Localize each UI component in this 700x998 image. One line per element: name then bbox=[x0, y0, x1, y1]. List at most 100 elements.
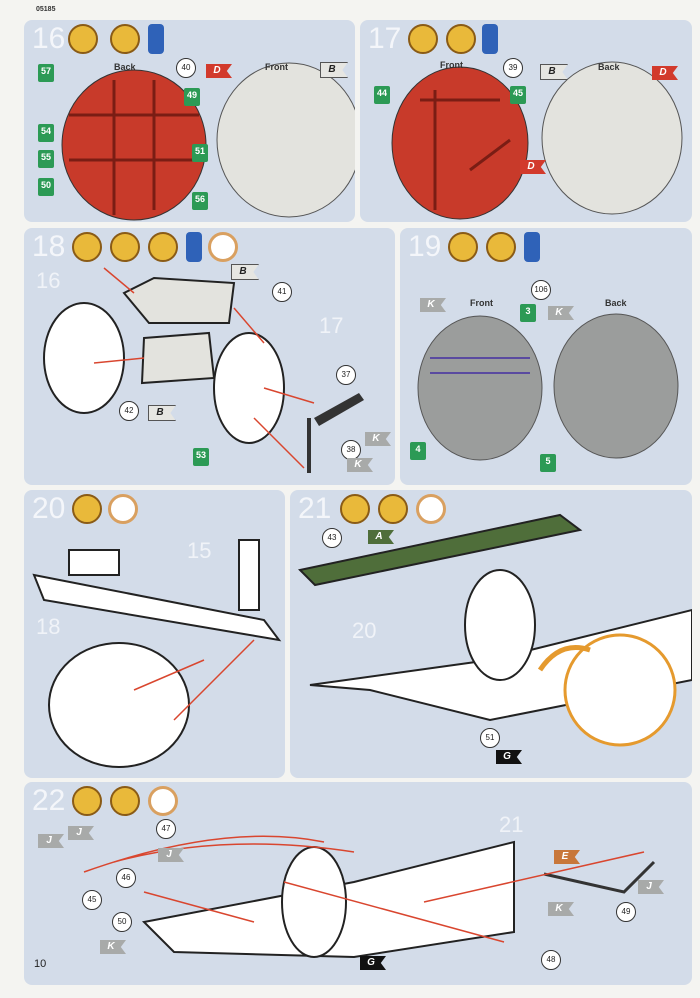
step-18-artwork bbox=[43, 267, 364, 473]
part-number: 40 bbox=[176, 58, 196, 78]
part-number: 50 bbox=[112, 912, 132, 932]
step-19-artwork bbox=[417, 313, 679, 461]
clock-icon bbox=[148, 786, 178, 816]
color-flag-a: A bbox=[368, 530, 394, 544]
decal-icon bbox=[110, 24, 140, 54]
paint-brush-icon bbox=[448, 232, 478, 262]
part-number: 106 bbox=[531, 280, 551, 300]
decal-number: 5 bbox=[540, 454, 556, 472]
color-flag-k: K bbox=[548, 306, 574, 320]
view-label-front: Front bbox=[440, 60, 463, 70]
color-flag-d: D bbox=[206, 64, 232, 78]
step-20-panel: 20 15 18 bbox=[24, 490, 285, 778]
glue-bottle-icon bbox=[186, 232, 202, 262]
step-18-panel: 18 16 17 41 42 37 38 53 B B K K bbox=[24, 228, 395, 485]
color-flag-k: K bbox=[347, 458, 373, 472]
step-number: 17 bbox=[368, 22, 402, 55]
paint-brush-icon bbox=[68, 24, 98, 54]
kit-code: 05185 bbox=[36, 6, 56, 13]
color-flag-j: J bbox=[638, 880, 664, 894]
color-flag-e: E bbox=[554, 850, 580, 864]
step-17-panel: 17 Front Back 39 44 45 B D D bbox=[360, 20, 692, 222]
part-number: 45 bbox=[82, 890, 102, 910]
color-flag-d: D bbox=[520, 160, 546, 174]
decal-number: 57 bbox=[38, 64, 54, 82]
part-number: 38 bbox=[341, 440, 361, 460]
part-number: 46 bbox=[116, 868, 136, 888]
clock-icon bbox=[416, 494, 446, 524]
color-flag-k: K bbox=[420, 298, 446, 312]
decal-icon bbox=[148, 232, 178, 262]
color-flag-d: D bbox=[652, 66, 678, 80]
step-number: 18 bbox=[32, 230, 66, 263]
part-number: 48 bbox=[541, 950, 561, 970]
paint-brush-icon bbox=[110, 232, 140, 262]
view-label-back: Back bbox=[114, 62, 136, 72]
step-21-artwork bbox=[297, 513, 692, 747]
step-number: 20 bbox=[32, 492, 66, 525]
color-flag-k: K bbox=[100, 940, 126, 954]
decal-number: 56 bbox=[192, 192, 208, 210]
decal-number: 54 bbox=[38, 124, 54, 142]
step-22-panel: 22 21 47 46 45 50 49 48 J J J E K J K G bbox=[24, 782, 692, 985]
step-number: 19 bbox=[408, 230, 442, 263]
step-number: 22 bbox=[32, 784, 66, 817]
clock-icon bbox=[108, 494, 138, 524]
step-22-artwork bbox=[83, 835, 656, 959]
decal-number: 3 bbox=[520, 304, 536, 322]
decal-number: 55 bbox=[38, 150, 54, 168]
color-flag-j: J bbox=[158, 848, 184, 862]
part-number: 42 bbox=[119, 401, 139, 421]
glue-icon bbox=[72, 786, 102, 816]
glue-bottle-icon bbox=[482, 24, 498, 54]
color-flag-g: G bbox=[360, 956, 386, 970]
subassembly-label: 21 bbox=[499, 812, 524, 837]
part-number: 41 bbox=[272, 282, 292, 302]
part-number: 47 bbox=[156, 819, 176, 839]
color-flag-k: K bbox=[365, 432, 391, 446]
decal-number: 53 bbox=[193, 448, 209, 466]
color-flag-g: G bbox=[496, 750, 522, 764]
glue-icon bbox=[340, 494, 370, 524]
decal-icon bbox=[486, 232, 516, 262]
step-20-artwork bbox=[32, 539, 282, 768]
step-number: 21 bbox=[298, 492, 332, 525]
view-label-back: Back bbox=[605, 298, 627, 308]
step-number: 16 bbox=[32, 22, 66, 55]
step-21-panel: 21 20 43 51 A G bbox=[290, 490, 692, 778]
decal-number: 51 bbox=[192, 144, 208, 162]
part-number: 51 bbox=[480, 728, 500, 748]
subassembly-label: 15 bbox=[187, 538, 212, 563]
step-16-artwork bbox=[61, 62, 355, 221]
step-16-panel: 16 Back Front 40 57 49 54 55 51 50 56 D … bbox=[24, 20, 355, 222]
view-label-front: Front bbox=[470, 298, 493, 308]
decal-number: 49 bbox=[184, 88, 200, 106]
part-number: 39 bbox=[503, 58, 523, 78]
subassembly-label: 17 bbox=[319, 313, 344, 338]
page-number: 10 bbox=[34, 958, 47, 970]
paint-brush-icon bbox=[408, 24, 438, 54]
color-flag-j: J bbox=[38, 834, 64, 848]
view-label-back: Back bbox=[598, 62, 620, 72]
part-number: 37 bbox=[336, 365, 356, 385]
subassembly-label: 16 bbox=[36, 268, 61, 293]
step-17-artwork bbox=[391, 61, 683, 220]
subassembly-label: 18 bbox=[36, 614, 61, 639]
step-19-panel: 19 Front Back 106 3 4 5 K K bbox=[400, 228, 692, 485]
color-flag-j: J bbox=[68, 826, 94, 840]
subassembly-label: 20 bbox=[352, 618, 377, 643]
part-number: 49 bbox=[616, 902, 636, 922]
decal-icon bbox=[446, 24, 476, 54]
glue-bottle-icon bbox=[148, 24, 164, 54]
paint-brush-icon bbox=[378, 494, 408, 524]
decal-number: 45 bbox=[510, 86, 526, 104]
decal-number: 44 bbox=[374, 86, 390, 104]
glue-bottle-icon bbox=[524, 232, 540, 262]
decal-number: 50 bbox=[38, 178, 54, 196]
color-flag-k: K bbox=[548, 902, 574, 916]
clock-icon bbox=[208, 232, 238, 262]
glue-icon bbox=[72, 494, 102, 524]
paint-brush-icon bbox=[110, 786, 140, 816]
part-number: 43 bbox=[322, 528, 342, 548]
